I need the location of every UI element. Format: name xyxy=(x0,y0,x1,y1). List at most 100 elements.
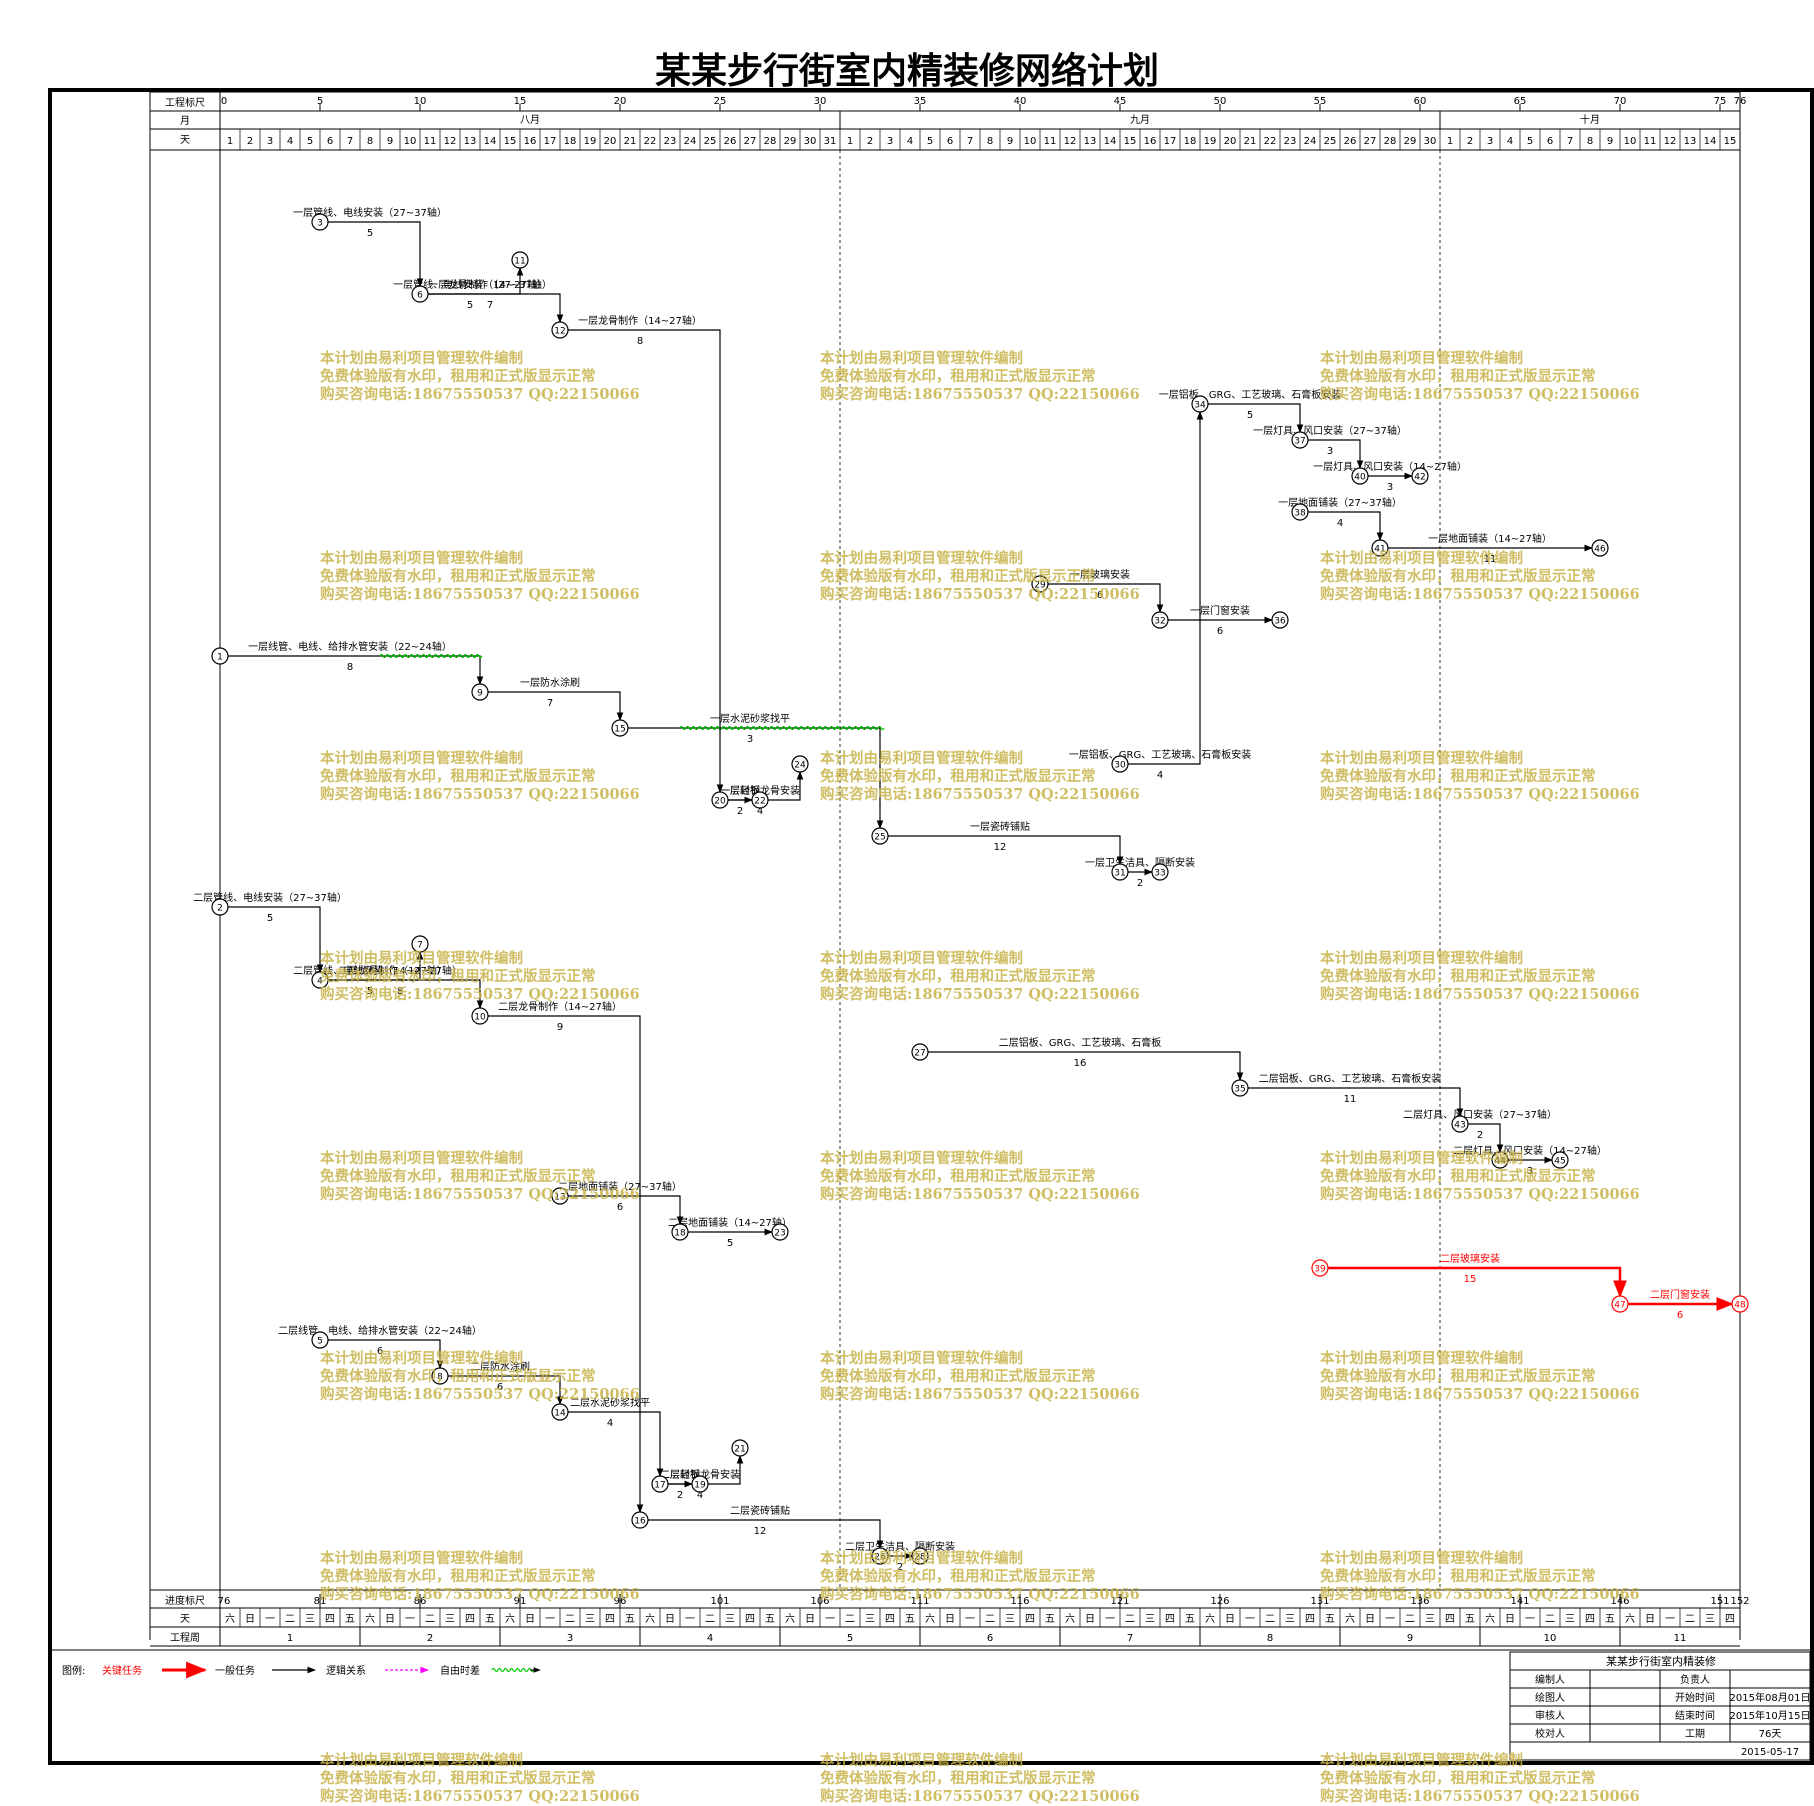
watermark-line: 购买咨询电话:18675550537 QQ:22150066 xyxy=(820,986,1140,1003)
day-number: 7 xyxy=(347,136,353,147)
day-label: 天 xyxy=(180,135,190,146)
weekday-cell: 三 xyxy=(585,1614,595,1625)
activity-label: 一层灯具、风口安装（27~37轴） xyxy=(1253,424,1407,437)
ruler-tick-label: 76 xyxy=(1734,96,1747,107)
event-node-number: 12 xyxy=(554,327,565,337)
event-node xyxy=(911,1043,929,1061)
event-node xyxy=(1411,467,1429,485)
event-node xyxy=(731,1439,749,1457)
event-node-number: 25 xyxy=(874,833,885,843)
weekday-cell: 日 xyxy=(245,1614,255,1625)
event-node xyxy=(411,285,429,303)
event-node-number: 29 xyxy=(1034,581,1046,591)
watermark-block: 本计划由易利项目管理软件编制免费体验版有水印，租用和正式版显示正常购买咨询电话:… xyxy=(1320,950,1640,1004)
watermark-line: 免费体验版有水印，租用和正式版显示正常 xyxy=(320,968,596,985)
weekday-cell: 三 xyxy=(1425,1614,1435,1625)
watermark-line: 免费体验版有水印，租用和正式版显示正常 xyxy=(320,1368,596,1385)
day-number: 26 xyxy=(724,136,737,147)
watermark-block: 本计划由易利项目管理软件编制免费体验版有水印，租用和正式版显示正常购买咨询电话:… xyxy=(1320,1350,1640,1404)
watermark-block: 本计划由易利项目管理软件编制免费体验版有水印，租用和正式版显示正常购买咨询电话:… xyxy=(1320,550,1640,604)
watermark-block: 本计划由易利项目管理软件编制免费体验版有水印，租用和正式版显示正常购买咨询电话:… xyxy=(320,1752,640,1806)
event-node-number: 17 xyxy=(654,1481,665,1491)
activity-duration: 8 xyxy=(347,662,353,673)
event-node xyxy=(1371,539,1389,557)
day-number: 29 xyxy=(784,136,797,147)
info-project-name: 某某步行街室内精装修 xyxy=(1606,1654,1716,1668)
event-node-number: 46 xyxy=(1594,545,1606,555)
day-number: 22 xyxy=(644,136,657,147)
event-node-number: 3 xyxy=(317,219,323,229)
day-number: 26 xyxy=(1344,136,1357,147)
week-number: 9 xyxy=(1407,1633,1413,1644)
event-node-number: 47 xyxy=(1614,1301,1625,1311)
watermark-line: 免费体验版有水印，租用和正式版显示正常 xyxy=(820,1168,1096,1185)
weekday-cell: 一 xyxy=(545,1614,555,1625)
day-number: 12 xyxy=(444,136,457,147)
activity-arrow xyxy=(428,293,564,323)
ruler-tick-label: 5 xyxy=(317,96,323,107)
day-number: 5 xyxy=(1527,136,1533,147)
activity-label: 一层管线、电线安装（14~27轴） xyxy=(393,278,547,291)
ruler-tick-label: 10 xyxy=(414,96,427,107)
weekday-cell: 六 xyxy=(1485,1613,1495,1625)
watermark-line: 免费体验版有水印，租用和正式版显示正常 xyxy=(1320,1368,1596,1385)
week-number: 7 xyxy=(1127,1633,1133,1644)
activity-arrow xyxy=(328,979,484,1009)
weekday-cell: 二 xyxy=(1685,1614,1695,1625)
week-number: 8 xyxy=(1267,1633,1273,1644)
weekday-cell: 三 xyxy=(1285,1614,1295,1625)
weekday-cell: 六 xyxy=(1205,1613,1215,1625)
weekday-cell: 日 xyxy=(385,1614,395,1625)
weekday-cell: 五 xyxy=(625,1614,635,1625)
activity-duration: 7 xyxy=(547,698,553,709)
legend-float-label: 自由时差 xyxy=(440,1664,480,1677)
activity-arrow xyxy=(648,1519,884,1549)
weekday-cell: 四 xyxy=(1585,1614,1595,1625)
info-date: 2015-05-17 xyxy=(1741,1747,1799,1758)
event-node-number: 39 xyxy=(1314,1265,1326,1275)
watermark-line: 免费体验版有水印，租用和正式版显示正常 xyxy=(820,1770,1096,1787)
day-number: 8 xyxy=(987,136,993,147)
weekday-cell: 一 xyxy=(965,1614,975,1625)
activity-duration: 3 xyxy=(1387,482,1393,493)
watermark-block: 本计划由易利项目管理软件编制免费体验版有水印，租用和正式版显示正常购买咨询电话:… xyxy=(320,1550,640,1604)
activity-duration: 6 xyxy=(1097,590,1103,601)
weekday-cell: 三 xyxy=(1705,1614,1715,1625)
outer-frame xyxy=(48,88,1814,1765)
event-node-number: 44 xyxy=(1494,1157,1506,1167)
activity-arrow xyxy=(488,1015,644,1513)
ruler-tick-label: 20 xyxy=(614,96,627,107)
event-node-number: 31 xyxy=(1114,869,1125,879)
weekday-cell: 四 xyxy=(885,1614,895,1625)
weekday-cell: 一 xyxy=(1105,1614,1115,1625)
legend-label: 图例: xyxy=(62,1664,85,1677)
event-node xyxy=(1191,395,1209,413)
watermark-line: 本计划由易利项目管理软件编制 xyxy=(320,350,523,367)
day-number: 25 xyxy=(1324,136,1337,147)
watermark-line: 本计划由易利项目管理软件编制 xyxy=(320,550,523,567)
event-node xyxy=(1311,1259,1329,1277)
day-number: 5 xyxy=(307,136,313,147)
weekday-cell: 五 xyxy=(1045,1614,1055,1625)
ruler-tick-label: 50 xyxy=(1214,96,1227,107)
activity-arrow xyxy=(488,691,624,721)
event-node xyxy=(1231,1079,1249,1097)
event-node xyxy=(311,1331,329,1349)
event-node-number: 4 xyxy=(317,977,323,987)
activity-label: 一层地面铺装（14~27轴） xyxy=(1428,532,1552,545)
activity-duration: 8 xyxy=(637,336,643,347)
activity-duration: 4 xyxy=(607,1418,613,1429)
watermark-line: 购买咨询电话:18675550537 QQ:22150066 xyxy=(1320,1386,1640,1403)
watermark-line: 本计划由易利项目管理软件编制 xyxy=(1320,1752,1523,1769)
weekday-cell: 一 xyxy=(825,1614,835,1625)
ruler-tick-label: 0 xyxy=(221,96,227,107)
watermark-line: 购买咨询电话:18675550537 QQ:22150066 xyxy=(320,1386,640,1403)
week-number: 10 xyxy=(1544,1633,1557,1644)
activity-duration: 2 xyxy=(897,1562,903,1573)
activity-label: 二层地面铺装（27~37轴） xyxy=(558,1180,682,1193)
month-label: 月 xyxy=(180,115,190,127)
watermark-block: 本计划由易利项目管理软件编制免费体验版有水印，租用和正式版显示正常购买咨询电话:… xyxy=(820,950,1140,1004)
activity-label: 一层线管、电线、给排水管安装（22~24轴） xyxy=(248,640,452,653)
info-cell: 2015年10月15日 xyxy=(1730,1709,1811,1722)
day-number: 6 xyxy=(327,136,333,147)
